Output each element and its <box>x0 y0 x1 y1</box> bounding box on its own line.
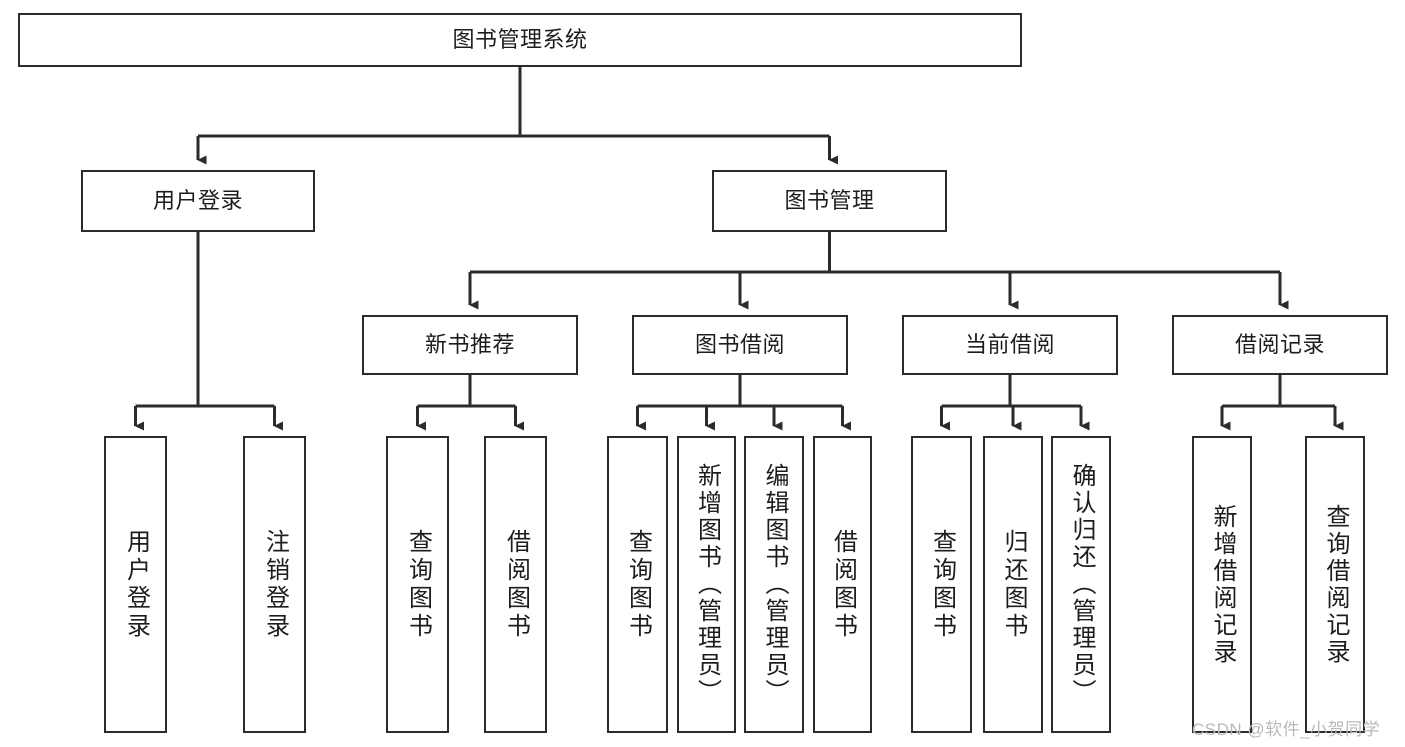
node-leaf-query-book-recommend[interactable]: 查询图书 <box>386 436 449 733</box>
node-leaf-query-book-borrow-label: 查询图书 <box>624 528 652 641</box>
node-borrow-records-label: 借阅记录 <box>1234 332 1325 358</box>
node-current-borrow[interactable]: 当前借阅 <box>902 315 1118 375</box>
node-leaf-logout-label: 注销登录 <box>261 528 289 641</box>
node-leaf-borrow-book-recommend[interactable]: 借阅图书 <box>484 436 547 733</box>
node-leaf-logout[interactable]: 注销登录 <box>243 436 306 733</box>
node-leaf-add-borrow-record-label: 新增借阅记录 <box>1209 503 1236 666</box>
node-user-login-label: 用户登录 <box>152 188 243 214</box>
node-leaf-user-login-label: 用户登录 <box>122 528 150 641</box>
node-book-borrow[interactable]: 图书借阅 <box>632 315 848 375</box>
node-leaf-return-book[interactable]: 归还图书 <box>983 436 1043 733</box>
node-root[interactable]: 图书管理系统 <box>18 13 1022 67</box>
node-borrow-records[interactable]: 借阅记录 <box>1172 315 1388 375</box>
node-leaf-query-book-current-label: 查询图书 <box>928 528 956 641</box>
node-book-management-label: 图书管理 <box>784 188 875 214</box>
node-new-book-recommend[interactable]: 新书推荐 <box>362 315 578 375</box>
node-leaf-edit-book-admin-label: 编辑图书（管理员） <box>761 463 788 706</box>
node-leaf-add-book-admin-label: 新增图书（管理员） <box>693 463 721 706</box>
node-leaf-confirm-return-admin-label: 确认归还（管理员） <box>1068 463 1095 706</box>
node-current-borrow-label: 当前借阅 <box>964 332 1055 358</box>
node-leaf-query-book-current[interactable]: 查询图书 <box>911 436 972 733</box>
node-new-book-recommend-label: 新书推荐 <box>424 332 515 358</box>
node-leaf-user-login[interactable]: 用户登录 <box>104 436 167 733</box>
node-root-label: 图书管理系统 <box>452 27 588 53</box>
node-leaf-query-borrow-record[interactable]: 查询借阅记录 <box>1305 436 1365 733</box>
node-book-management[interactable]: 图书管理 <box>712 170 947 232</box>
node-user-login[interactable]: 用户登录 <box>81 170 315 232</box>
node-leaf-query-borrow-record-label: 查询借阅记录 <box>1322 503 1349 666</box>
node-leaf-confirm-return-admin[interactable]: 确认归还（管理员） <box>1051 436 1111 733</box>
node-leaf-add-book-admin[interactable]: 新增图书（管理员） <box>677 436 736 733</box>
node-leaf-return-book-label: 归还图书 <box>1000 528 1027 641</box>
node-leaf-query-book-recommend-label: 查询图书 <box>404 528 432 641</box>
node-leaf-add-borrow-record[interactable]: 新增借阅记录 <box>1192 436 1252 733</box>
node-leaf-query-book-borrow[interactable]: 查询图书 <box>607 436 668 733</box>
csdn-watermark: CSDN @软件_小贺同学 <box>1192 720 1381 739</box>
node-leaf-borrow-book-label: 借阅图书 <box>829 528 857 641</box>
node-book-borrow-label: 图书借阅 <box>694 332 785 358</box>
node-leaf-borrow-book[interactable]: 借阅图书 <box>813 436 872 733</box>
node-leaf-borrow-book-recommend-label: 借阅图书 <box>502 528 530 641</box>
node-leaf-edit-book-admin[interactable]: 编辑图书（管理员） <box>744 436 804 733</box>
